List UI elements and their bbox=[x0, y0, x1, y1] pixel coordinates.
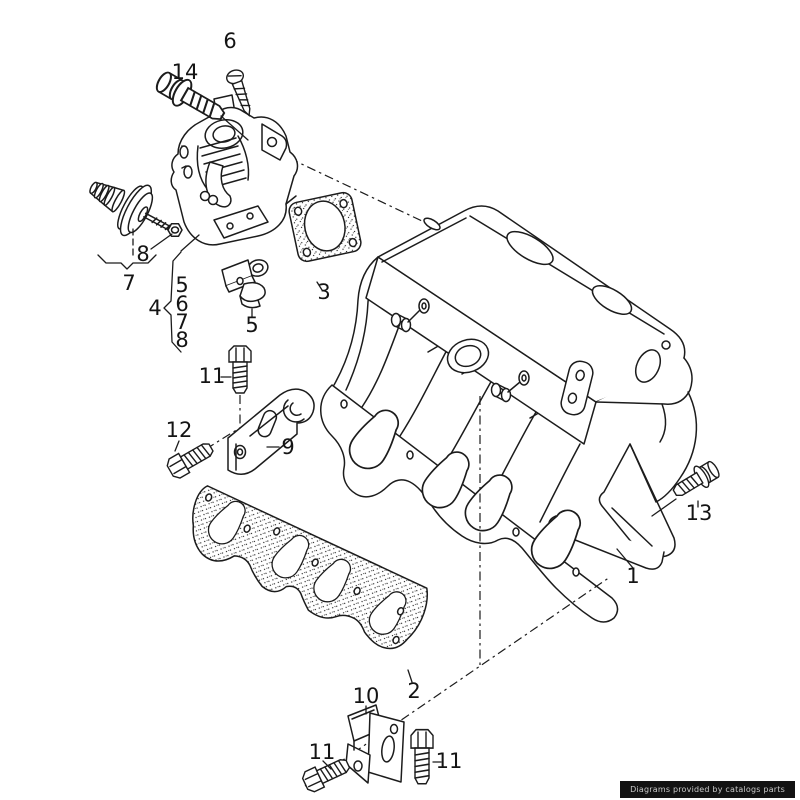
throttle-body bbox=[170, 94, 299, 246]
bolt-11-upper bbox=[228, 345, 252, 394]
leader-lines bbox=[97, 115, 699, 770]
callout-2: 2 bbox=[407, 679, 420, 703]
callout-11-upper: 11 bbox=[199, 364, 226, 388]
bolt-11-lower-right bbox=[410, 728, 434, 785]
spacer-sleeve bbox=[390, 298, 430, 333]
watermark: Diagrams provided by catalogs parts bbox=[620, 781, 795, 798]
callout-6: 6 bbox=[223, 29, 236, 53]
callout-1: 1 bbox=[626, 564, 639, 588]
callout-5: 5 bbox=[245, 313, 258, 337]
callout-13: 13 bbox=[686, 501, 713, 525]
support-bracket-10 bbox=[345, 704, 405, 784]
bolt-13 bbox=[667, 456, 724, 504]
spacer-sleeve bbox=[490, 370, 530, 403]
callout-11-lower-right: 11 bbox=[436, 749, 463, 773]
intake-manifold bbox=[320, 205, 698, 623]
callout-8-stack: 8 bbox=[175, 328, 188, 352]
intake-manifold-gasket bbox=[192, 485, 428, 650]
callout-8: 8 bbox=[136, 242, 149, 266]
callout-5-stack: 5 bbox=[175, 273, 188, 297]
hex-nut bbox=[167, 222, 183, 238]
callout-7-stack: 7 bbox=[175, 310, 188, 334]
callout-12: 12 bbox=[166, 418, 193, 442]
callout-4: 4 bbox=[148, 296, 161, 320]
callout-10: 10 bbox=[353, 684, 380, 708]
callout-6-stack: 6 bbox=[175, 292, 188, 316]
callout-9: 9 bbox=[281, 435, 294, 459]
support-bracket-9 bbox=[227, 388, 315, 475]
screw-6 bbox=[226, 69, 251, 117]
vacuum-valve bbox=[89, 181, 174, 237]
throttle-sensor bbox=[221, 259, 269, 309]
throttle-body-gasket bbox=[288, 191, 362, 263]
bolt-12 bbox=[164, 437, 218, 482]
callouts: 6 14 8 7 4 5 6 7 8 3 5 11 12 9 13 1 2 10… bbox=[122, 29, 712, 773]
callout-14: 14 bbox=[172, 60, 199, 84]
callout-7: 7 bbox=[122, 271, 135, 295]
callout-11-lower-left: 11 bbox=[309, 740, 336, 764]
callout-3: 3 bbox=[317, 280, 330, 304]
